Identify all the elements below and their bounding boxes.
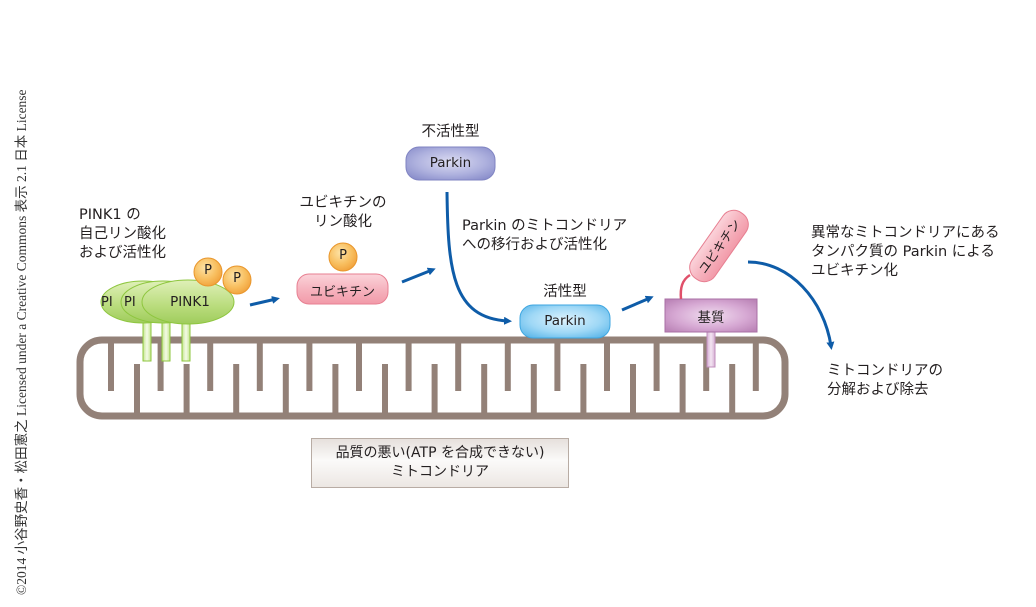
cristae-folds <box>108 343 759 413</box>
parkin-active-box <box>519 304 611 339</box>
parkin-active-state-label: 活性型 <box>543 284 587 300</box>
parkin-active-label: Parkin <box>544 313 586 329</box>
pink1-caption: PINK1 の 自己リン酸化 および活性化 <box>79 206 166 263</box>
pink1-stem <box>142 317 152 362</box>
degradation-caption-line: ミトコンドリアの <box>827 363 943 379</box>
ubiquitination-caption: 異常なミトコンドリアにある タンパク質の Parkin による ユビキチン化 <box>811 224 1000 281</box>
ubiquitin-phos-caption-line: ユビキチンの <box>299 195 387 211</box>
phosphate-label: P <box>204 263 212 278</box>
arrow-parkin-to-substrate <box>621 295 654 312</box>
ubiquitin-label: ユビキチン <box>309 285 375 300</box>
pink1-caption-line: 自己リン酸化 <box>79 226 166 242</box>
arrow-pink1-to-ubiquitin <box>249 296 280 307</box>
phosphate-label: P <box>339 248 347 263</box>
pathway-arrows <box>249 191 835 350</box>
parkin-inactive-label: Parkin <box>429 155 472 171</box>
mitochondrion-label-box: 品質の悪い(ATP を合成できない) ミトコンドリア <box>311 438 569 488</box>
pink1-protein-front <box>141 279 235 325</box>
pink1-partial-label: PI <box>101 295 113 310</box>
outer-membrane <box>76 336 789 420</box>
mitochondrion-label-line: 品質の悪い(ATP を合成できない) <box>335 445 545 461</box>
arrow-parkin-translocation <box>445 191 512 325</box>
pink1-anchors <box>142 317 191 362</box>
substrate-label: 基質 <box>697 310 725 326</box>
ubiquitin-box <box>296 273 389 305</box>
phosphate-circle <box>222 265 252 295</box>
translocation-caption-line: への移行および活性化 <box>462 237 607 253</box>
pink1-stem <box>161 317 171 362</box>
ubiquitination-caption-line: ユビキチン化 <box>811 263 898 279</box>
parkin-inactive-state-label: 不活性型 <box>421 124 480 140</box>
ubiquitin-phos-caption: ユビキチンの リン酸化 <box>282 194 404 232</box>
arrow-to-degradation <box>747 260 835 350</box>
phosphate-circle <box>328 242 358 272</box>
mitochondrion-membrane <box>76 336 789 420</box>
degradation-caption: ミトコンドリアの 分解および除去 <box>827 362 943 400</box>
pink1-caption-line: PINK1 の <box>79 207 141 223</box>
phosphate-label: P <box>233 271 241 286</box>
ubiquitination-caption-line: 異常なミトコンドリアにある <box>811 225 1000 241</box>
pink1-caption-line: および活性化 <box>79 245 166 261</box>
mitochondrion-label-line: ミトコンドリア <box>391 464 489 480</box>
pink1-label: PINK1 <box>170 294 210 310</box>
substrate-stem <box>706 329 716 368</box>
pink1-partial-label: PI <box>124 295 136 310</box>
degradation-caption-line: 分解および除去 <box>827 382 929 398</box>
parkin-translocation-caption: Parkin のミトコンドリア への移行および活性化 <box>462 217 627 255</box>
ubiquitin-phos-caption-line: リン酸化 <box>314 214 372 230</box>
phosphate-circle <box>193 257 223 287</box>
substrate-ubiquitin-box <box>689 209 749 283</box>
ubiquitination-caption-line: タンパク質の Parkin による <box>811 244 995 260</box>
ubiquitin-linker <box>679 273 691 300</box>
translocation-caption-line: Parkin のミトコンドリア <box>462 218 628 234</box>
substrate-box <box>664 298 758 333</box>
arrow-ubiquitin-to-parkin <box>401 267 436 284</box>
parkin-inactive-box <box>405 146 496 181</box>
